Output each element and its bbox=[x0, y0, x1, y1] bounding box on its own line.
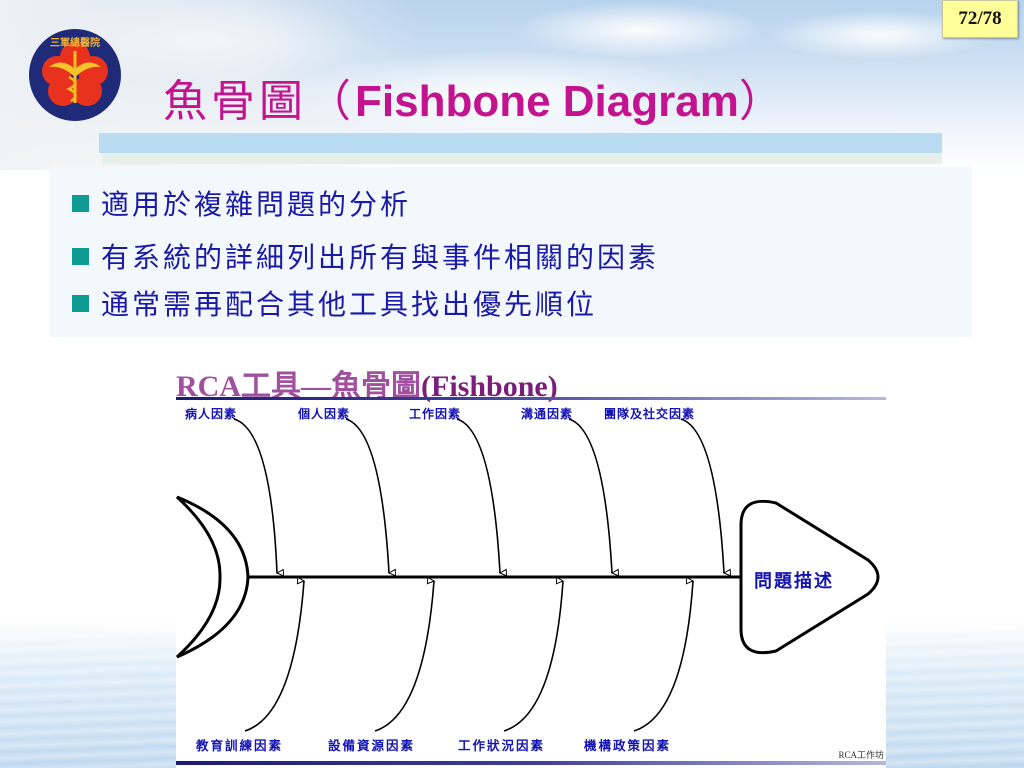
bullet-list: 適用於複雜問題的分析 有系統的詳細列出所有與事件相關的因素 通常需再配合其他工具… bbox=[50, 167, 972, 337]
top-rib bbox=[233, 418, 277, 573]
square-bullet-icon bbox=[72, 194, 89, 212]
bullet-text: 通常需再配合其他工具找出優先順位 bbox=[101, 288, 598, 321]
bottom-cause-label: 工作狀況因素 bbox=[458, 738, 546, 753]
bottom-cause-label: 教育訓練因素 bbox=[196, 738, 284, 753]
top-rib bbox=[345, 418, 389, 573]
square-bullet-icon bbox=[72, 294, 89, 312]
bullet-text: 適用於複雜問題的分析 bbox=[101, 188, 412, 221]
page-indicator: 72/78 bbox=[942, 0, 1018, 38]
bullet-item: 通常需再配合其他工具找出優先順位 bbox=[72, 283, 597, 323]
svg-text:三軍總醫院: 三軍總醫院 bbox=[50, 36, 100, 49]
bullet-text: 有系統的詳細列出所有與事件相關的因素 bbox=[101, 241, 660, 274]
diagram-title-underline bbox=[176, 397, 886, 400]
bottom-rib bbox=[244, 581, 304, 732]
bullet-item: 有系統的詳細列出所有與事件相關的因素 bbox=[72, 236, 659, 276]
fishbone-lines bbox=[176, 418, 880, 732]
fish-head bbox=[739, 499, 880, 655]
top-rib bbox=[456, 418, 500, 573]
top-rib bbox=[680, 418, 724, 573]
top-cause-label: 個人因素 bbox=[298, 407, 351, 421]
title-underline-green bbox=[102, 153, 942, 164]
title-english: Fishbone Diagram bbox=[355, 77, 739, 126]
fishbone-diagram: RCA工具—魚骨圖(Fishbone) 病人因素 個人因素 工作因素 溝通因素 … bbox=[176, 355, 886, 768]
credit-text: RCA工作坊 bbox=[838, 750, 884, 760]
bottom-cause-label: 機構政策因素 bbox=[584, 738, 672, 753]
bottom-rib bbox=[633, 581, 693, 732]
bottom-rib bbox=[503, 581, 563, 732]
title-cjk: 魚骨圖 bbox=[163, 76, 307, 127]
bottom-cause-label: 設備資源因素 bbox=[328, 738, 416, 753]
title-open-paren: （ bbox=[307, 76, 355, 127]
title-underline-blue bbox=[99, 133, 942, 153]
square-bullet-icon bbox=[72, 247, 89, 265]
problem-description-label: 問題描述 bbox=[754, 571, 834, 592]
bullet-item: 適用於複雜問題的分析 bbox=[72, 183, 411, 223]
top-rib bbox=[568, 418, 612, 573]
fish-tail bbox=[176, 495, 250, 659]
top-cause-label: 病人因素 bbox=[185, 407, 238, 421]
bottom-rib bbox=[374, 581, 434, 732]
top-cause-label: 團隊及社交因素 bbox=[604, 407, 696, 421]
title-close-paren: ） bbox=[738, 76, 787, 127]
hospital-logo-icon: 三軍總醫院 bbox=[29, 29, 121, 121]
top-cause-label: 溝通因素 bbox=[521, 407, 574, 421]
top-cause-label: 工作因素 bbox=[409, 407, 462, 421]
diagram-bottom-rule bbox=[176, 761, 886, 765]
page-title: 魚骨圖（Fishbone Diagram） bbox=[163, 72, 787, 132]
